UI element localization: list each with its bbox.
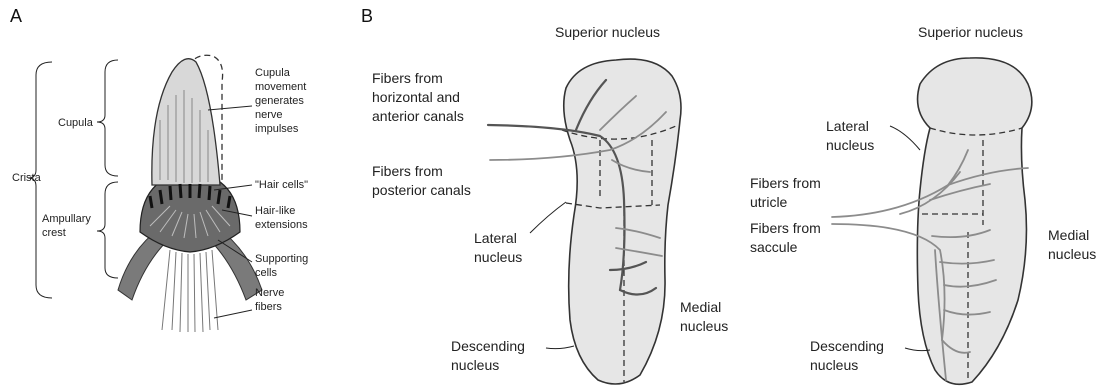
left-lateral-line2: nucleus [474,249,522,265]
left-superior-label: Superior nucleus [555,24,660,40]
cupula-movement-leader [208,106,252,110]
nerve-line1: Nerve [255,287,284,299]
right-saccule-line2: saccule [750,239,798,255]
right-descending-line2: nucleus [810,357,858,373]
left-lateral-line1: Lateral [474,230,517,246]
right-nuclei [832,58,1032,384]
left-fibers-hor-line1: Fibers from [372,70,443,86]
ampullary-crest-label-line2: crest [42,227,66,239]
right-saccule-line1: Fibers from [750,220,821,236]
left-fibers-hor-line3: anterior canals [372,108,464,124]
right-superior-label: Superior nucleus [918,24,1023,40]
right-medial-line2: nucleus [1048,246,1096,262]
left-descending-line1: Descending [451,338,525,354]
left-fibers-post-line1: Fibers from [372,163,443,179]
cupula-shape [152,59,220,185]
right-descending-line1: Descending [810,338,884,354]
right-medial-line1: Medial [1048,227,1089,243]
right-lateral-line1: Lateral [826,118,869,134]
left-fibers-hor-line2: horizontal and [372,89,460,105]
panel-a-letter: A [10,6,22,26]
right-lateral-leader [890,126,920,150]
cupula-label: Cupula [58,117,94,129]
cupula-bracket [97,60,118,176]
cupula-movement-line5: impulses [255,123,299,135]
panel-b: B Superior nucleus Fibers from horizonta… [361,6,1096,384]
left-descending-leader [546,346,574,349]
cupula-movement-line3: generates [255,95,304,107]
hairlike-line2: extensions [255,219,308,231]
nerve-line2: fibers [255,301,282,313]
hair-cells-label: "Hair cells" [255,179,308,191]
hairlike-line1: Hair-like [255,205,295,217]
left-fibers-post-line2: posterior canals [372,182,471,198]
cupula-movement-line2: movement [255,81,306,93]
right-complex-outline [917,58,1032,384]
panel-b-letter: B [361,6,373,26]
ampullary-crest-bracket [97,182,118,278]
ampullary-crest-label-line1: Ampullary [42,213,91,225]
left-lateral-leader [530,202,566,233]
left-medial-line2: nucleus [680,318,728,334]
left-descending-line2: nucleus [451,357,499,373]
nerve-leader [214,310,252,318]
cupula-movement-line1: Cupula [255,67,291,79]
right-lateral-line2: nucleus [826,137,874,153]
right-utricle-line2: utricle [750,194,788,210]
cupula-movement-line4: nerve [255,109,283,121]
supporting-line1: Supporting [255,253,308,265]
left-nuclei [488,59,681,384]
left-medial-line1: Medial [680,299,721,315]
crista-illustration [118,55,262,332]
nerve-fibers [162,250,218,332]
panel-a: A Crista Cupula Ampullary crest [10,6,308,332]
crista-label: Crista [12,172,42,184]
supporting-line2: cells [255,267,278,279]
right-utricle-line1: Fibers from [750,175,821,191]
